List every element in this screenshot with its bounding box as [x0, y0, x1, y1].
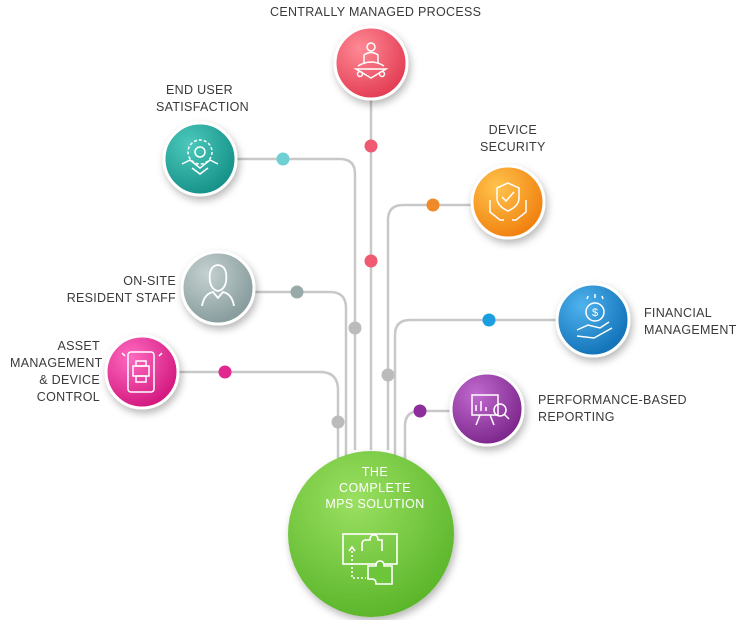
- label-line: RESIDENT STAFF: [66, 291, 176, 305]
- label-line: REPORTING: [538, 410, 615, 424]
- person-icon: [201, 264, 235, 307]
- node-end-user: [162, 121, 238, 197]
- dot-performance: [413, 404, 427, 418]
- label-line: CENTRALLY MANAGED PROCESS: [270, 5, 482, 19]
- svg-text:$: $: [592, 307, 598, 319]
- circle-onsite-staff: [180, 250, 256, 326]
- circle-end-user: [162, 121, 238, 197]
- center-line: MPS SOLUTION: [325, 497, 425, 511]
- circle-centrally-managed: [333, 25, 409, 101]
- meditating-person-icon: [353, 42, 389, 79]
- handshake-gear-icon: [181, 139, 219, 175]
- label-asset: ASSET MANAGEMENT & DEVICE CONTROL: [10, 338, 103, 406]
- label-line: END USER: [166, 83, 233, 97]
- label-line: ON-SITE: [123, 274, 176, 288]
- circle-asset: [104, 334, 180, 410]
- dot-financial-vertical: [381, 368, 395, 382]
- center-node: [288, 451, 454, 617]
- node-device-security: [470, 164, 546, 240]
- dot-asset: [218, 365, 232, 379]
- label-line: MANAGEMENT: [644, 323, 737, 337]
- label-onsite-staff: ON-SITE RESIDENT STAFF: [66, 273, 176, 307]
- label-line: & DEVICE: [39, 373, 100, 387]
- dot-device-security: [426, 198, 440, 212]
- node-asset: [104, 334, 180, 410]
- connector-financial: [393, 318, 560, 460]
- node-onsite-staff: [180, 250, 256, 326]
- dot-centrally-managed-1: [364, 139, 378, 153]
- dot-asset-vertical: [331, 415, 345, 429]
- connectors: [178, 100, 560, 470]
- label-line: PERFORMANCE-BASED: [538, 393, 687, 407]
- label-end-user: END USER SATISFACTION: [156, 82, 249, 116]
- center-title: THE COMPLETE MPS SOLUTION: [310, 464, 440, 512]
- connector-end-user: [236, 157, 357, 450]
- label-line: SECURITY: [480, 140, 546, 154]
- label-centrally-managed: CENTRALLY MANAGED PROCESS: [270, 4, 481, 21]
- node-centrally-managed: [333, 25, 409, 101]
- connector-asset: [178, 370, 340, 470]
- label-performance: PERFORMANCE-BASED REPORTING: [538, 392, 687, 426]
- chart-magnifier-icon: [471, 394, 510, 426]
- connector-onsite-staff: [254, 290, 348, 460]
- circle-device-security: [470, 164, 546, 240]
- connector-performance: [403, 409, 455, 470]
- connector-dots: [218, 139, 496, 429]
- label-line: CONTROL: [36, 390, 100, 404]
- center-line: THE: [361, 465, 389, 479]
- circle-financial: [555, 282, 631, 358]
- puzzle-piece-icon: [342, 533, 398, 585]
- printer-phone-icon: [121, 351, 163, 393]
- label-line: SATISFACTION: [156, 100, 249, 114]
- label-line: MANAGEMENT: [10, 356, 103, 370]
- dot-end-user: [276, 152, 290, 166]
- label-line: DEVICE: [488, 123, 537, 137]
- dot-end-user-vertical: [348, 321, 362, 335]
- label-financial: FINANCIAL MANAGEMENT: [644, 305, 737, 339]
- label-line: ASSET: [57, 339, 100, 353]
- dollar-hand-icon: $: [576, 294, 613, 339]
- dot-onsite-staff: [290, 285, 304, 299]
- label-device-security: DEVICE SECURITY: [480, 122, 546, 156]
- dot-financial: [482, 313, 496, 327]
- dot-centrally-managed-2: [364, 254, 378, 268]
- shield-hands-icon: [489, 182, 527, 221]
- node-financial: $: [555, 282, 631, 358]
- node-performance: [449, 371, 525, 447]
- label-line: FINANCIAL: [644, 306, 712, 320]
- center-line: COMPLETE: [339, 481, 411, 495]
- connector-device-security: [386, 203, 474, 450]
- circle-performance: [449, 371, 525, 447]
